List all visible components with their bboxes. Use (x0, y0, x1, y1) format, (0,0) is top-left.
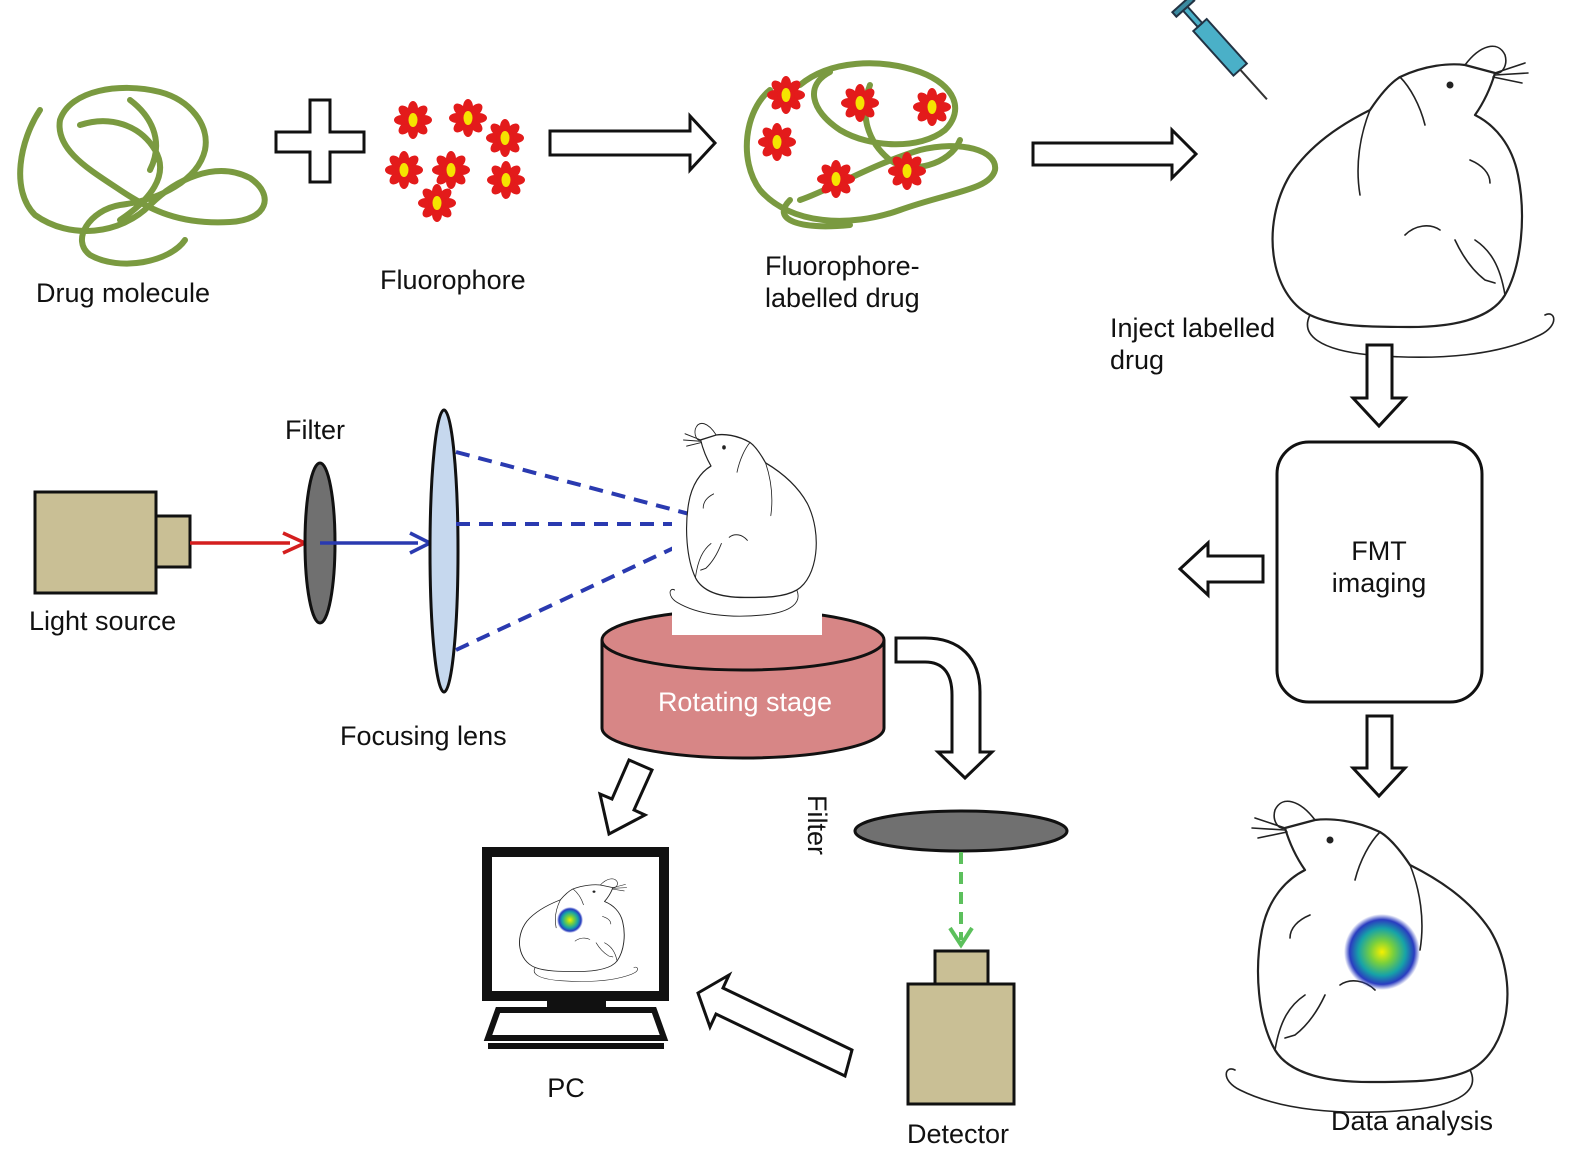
syringe-icon (1170, 0, 1268, 100)
drug-molecule-label: Drug molecule (36, 278, 210, 308)
emission-filter (853, 809, 1069, 853)
focused-beams (455, 450, 713, 652)
arrow-stage-to-pc (597, 758, 654, 837)
focusing-lens-label: Focusing lens (340, 721, 507, 751)
labelled-drug-label-line2: labelled drug (765, 283, 920, 313)
arrow-to-fmt (1349, 343, 1409, 429)
detector-device (906, 949, 1016, 1106)
data-analysis-label: Data analysis (1331, 1106, 1493, 1136)
fmt-label-line2: imaging (1332, 568, 1427, 598)
fluorophore-icon (385, 99, 525, 222)
arrow-detector-to-pc (696, 971, 854, 1079)
fluorescence-hotspot (1344, 914, 1420, 990)
plus-sign (274, 98, 366, 184)
arrow-stage-to-filter (894, 636, 996, 781)
emission-beam (948, 852, 974, 949)
detector-label: Detector (907, 1119, 1009, 1149)
arrow-to-injection (1031, 126, 1199, 182)
labelled-drug-label-line1: Fluorophore- (765, 251, 920, 281)
filtered-beam (320, 531, 434, 555)
drug-molecule-icon (17, 84, 268, 267)
fluorophore-labelled-drug-icon (743, 60, 999, 230)
light-source-label: Light source (29, 606, 176, 636)
focusing-lens (428, 408, 460, 694)
excitation-beam (190, 531, 310, 555)
fmt-label-line1: FMT (1351, 536, 1406, 566)
arrow-to-setup (1177, 539, 1265, 599)
pc-computer (482, 847, 669, 1049)
injected-rat-illustration (1271, 45, 1555, 359)
fmt-imaging-box (1275, 440, 1484, 704)
arrow-to-labelled-drug (548, 112, 718, 174)
pc-label: PC (547, 1073, 585, 1103)
fluorophore-label: Fluorophore (380, 265, 526, 295)
arrow-to-data-analysis (1349, 714, 1409, 799)
light-source-device (33, 490, 192, 595)
filter-top-label: Filter (285, 415, 345, 445)
rotating-stage-label: Rotating stage (658, 687, 832, 717)
filter-side-label: Filter (802, 795, 832, 855)
inject-label-line2: drug (1110, 345, 1164, 375)
inject-label-line1: Inject labelled (1110, 313, 1275, 343)
pc-screen-hotspot (557, 907, 583, 933)
